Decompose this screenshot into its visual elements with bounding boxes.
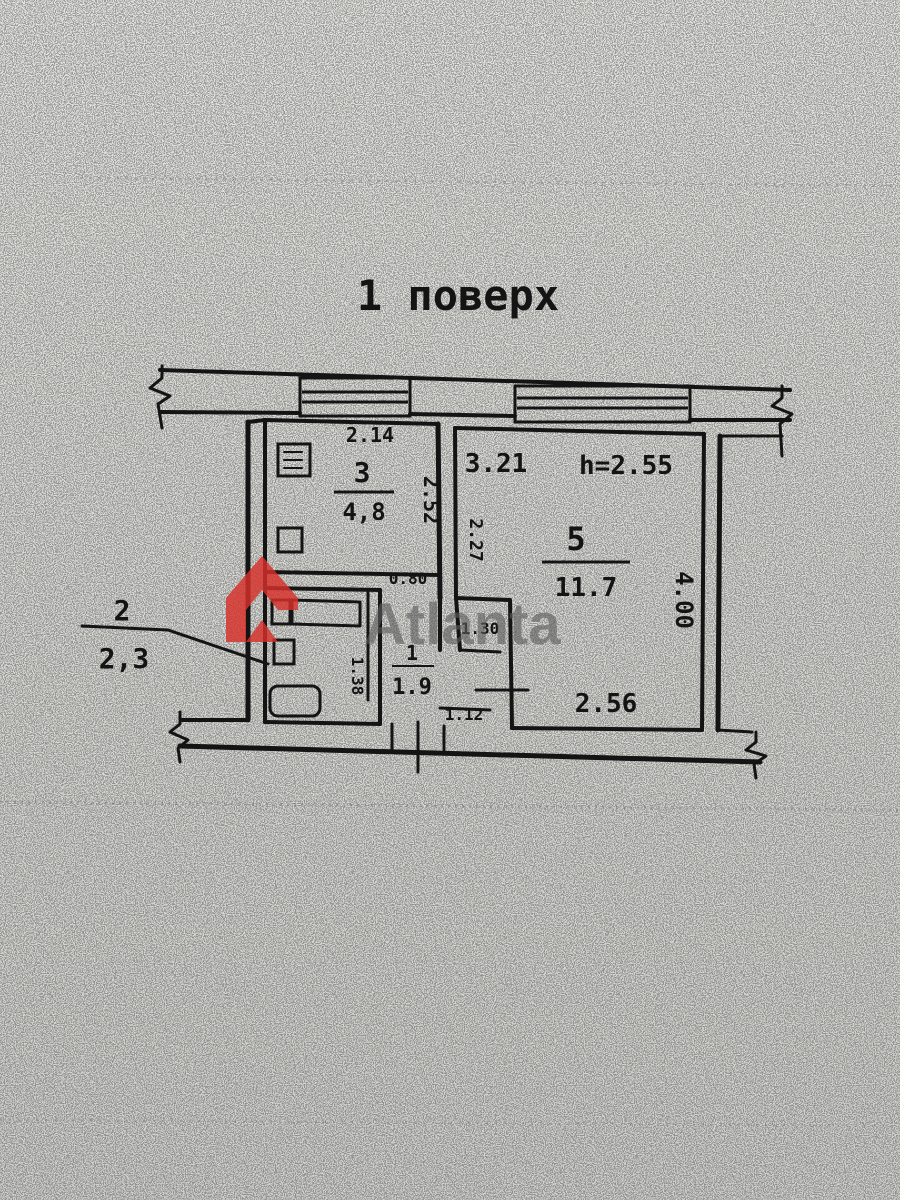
bathtub xyxy=(290,598,362,628)
atlanta-logo-icon xyxy=(226,556,298,642)
dim-138: 1.38 xyxy=(348,657,367,696)
outer-walls xyxy=(148,364,794,780)
room-5-width-bottom: 2.56 xyxy=(575,689,638,719)
fixtures xyxy=(268,442,322,718)
floor-title: 1 поверх xyxy=(357,271,559,320)
dim-080: 0.80 xyxy=(389,569,428,588)
toilet-icon xyxy=(268,684,322,718)
room-5-height: h=2.55 xyxy=(579,451,673,481)
window-room-3 xyxy=(298,376,412,418)
stove-icon xyxy=(276,442,312,478)
entrance-door xyxy=(390,720,446,774)
dim-112: 1.12 xyxy=(445,705,484,724)
break-symbol-bottom-left xyxy=(168,710,190,764)
room-5-left-side: 2.27 xyxy=(465,518,486,561)
room-5-area: 11.7 xyxy=(555,573,618,603)
bottom-wall-outer xyxy=(177,743,763,765)
atlanta-logo-text: Atlanta xyxy=(364,592,561,657)
boiler-icon xyxy=(272,638,296,666)
room-5-side: 4.00 xyxy=(670,571,698,629)
room-5-number: 5 xyxy=(566,520,585,558)
room-1-area: 1.9 xyxy=(392,675,432,700)
dim-130: 1.30 xyxy=(461,619,500,638)
top-wall-inner-line xyxy=(158,410,792,422)
scan-banding xyxy=(0,177,900,1127)
room-2-number: 2 xyxy=(114,594,131,627)
room-3-number: 3 xyxy=(354,456,371,489)
atlanta-watermark: Atlanta xyxy=(226,556,561,657)
break-symbol-left xyxy=(148,364,172,430)
bottom-wall-inner xyxy=(263,720,704,732)
break-symbol-bottom-right xyxy=(744,730,768,780)
room-3-width: 2.14 xyxy=(346,423,394,447)
break-symbol-right xyxy=(770,384,794,458)
room-3-area: 4,8 xyxy=(342,498,385,526)
sink-icon xyxy=(276,526,304,554)
room-1-number: 1 xyxy=(406,641,418,665)
right-wall-outer xyxy=(715,433,723,733)
room-5-width-top: 3.21 xyxy=(465,449,528,479)
room-3-side: 2.52 xyxy=(419,476,443,524)
window-room-5 xyxy=(513,384,692,424)
wall-3-5 xyxy=(435,421,443,601)
right-wall-inner xyxy=(700,432,706,732)
room-2-area: 2,3 xyxy=(99,642,150,675)
room-2-leader-line xyxy=(80,624,270,666)
